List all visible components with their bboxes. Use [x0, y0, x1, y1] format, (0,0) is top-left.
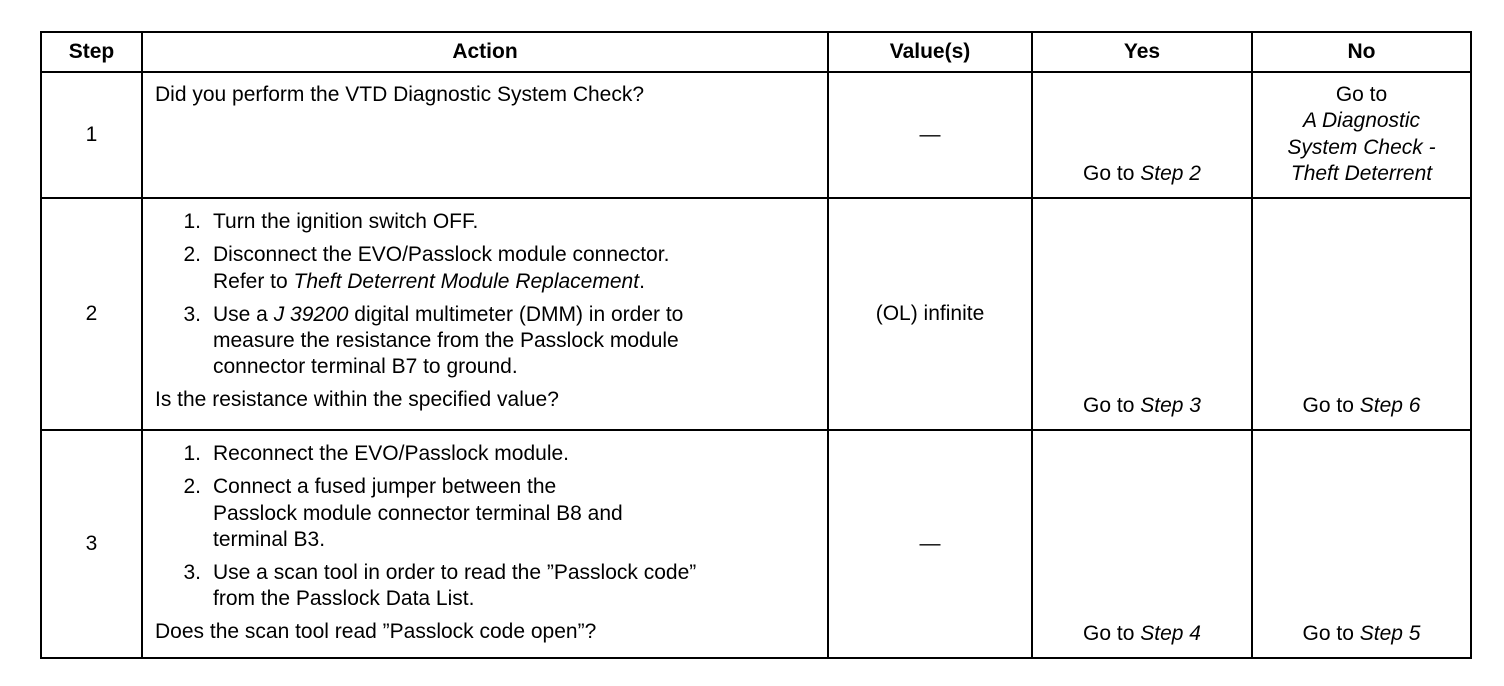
action-question: Does the scan tool read ”Passlock code o… [155, 619, 597, 643]
step-number: 3 [40, 429, 143, 659]
action-step: 2. Disconnect the EVO/Passlock module co… [155, 242, 815, 295]
header-step: Step [40, 31, 143, 73]
action-cell: 1. Reconnect the EVO/Passlock module. 2.… [141, 429, 829, 659]
procedure-reference-link[interactable]: Theft Deterrent Module Replacement [293, 269, 640, 293]
action-steps-list: 1. Reconnect the EVO/Passlock module. 2.… [155, 441, 815, 613]
action-step-text: Turn the ignition switch OFF. [213, 210, 479, 233]
no-prefix: Go to [1302, 621, 1360, 645]
header-action: Action [141, 31, 829, 73]
no-step-link[interactable]: Step 5 [1359, 621, 1421, 645]
header-row: Step Action Value(s) Yes No [40, 31, 1472, 73]
action-question: Is the resistance within the specified v… [155, 387, 559, 411]
action-step-number: 3. [183, 561, 201, 584]
action-step-text: Use a J 39200 digital multimeter (DMM) i… [213, 302, 684, 379]
table-row: 3 1. Reconnect the EVO/Passlock module. … [40, 429, 1472, 659]
action-step-text: Disconnect the EVO/Passlock module conne… [213, 243, 670, 293]
no-cell: Go to Step 5 [1251, 429, 1472, 659]
action-step-number: 3. [183, 302, 201, 326]
no-cell: Go to A Diagnostic System Check - Theft … [1251, 71, 1472, 199]
no-prefix: Go to [1302, 393, 1360, 417]
step-number: 2 [40, 197, 143, 431]
tool-reference: J 39200 [273, 302, 349, 326]
no-cell: Go to Step 6 [1251, 197, 1472, 431]
value-cell: — [827, 429, 1033, 659]
no-reference-line-1[interactable]: A Diagnostic [1302, 109, 1421, 133]
action-step-text: Reconnect the EVO/Passlock module. [213, 442, 570, 465]
yes-step-link[interactable]: Step 3 [1140, 393, 1201, 417]
value-cell: (OL) infinite [827, 197, 1033, 431]
action-step: 1. Reconnect the EVO/Passlock module. [155, 441, 815, 467]
action-cell: 1. Turn the ignition switch OFF. 2. Disc… [141, 197, 829, 431]
action-cell: Did you perform the VTD Diagnostic Syste… [141, 71, 829, 199]
no-step-link[interactable]: Step 6 [1359, 393, 1421, 417]
header-no: No [1251, 31, 1472, 73]
table-row: 2 1. Turn the ignition switch OFF. 2. Di… [40, 197, 1472, 431]
action-step-text: Use a scan tool in order to read the ”Pa… [213, 561, 697, 611]
yes-prefix: Go to [1083, 621, 1141, 645]
header-values: Value(s) [827, 31, 1033, 73]
yes-step-link[interactable]: Step 2 [1140, 161, 1201, 185]
action-step-number: 2. [183, 243, 201, 267]
yes-prefix: Go to [1083, 161, 1141, 185]
diagnostic-table: Step Action Value(s) Yes No 1 Did you pe… [40, 31, 1472, 659]
yes-cell: Go to Step 3 [1031, 197, 1253, 431]
action-step-number: 1. [183, 442, 201, 465]
no-reference-line-3[interactable]: Theft Deterrent [1290, 161, 1433, 185]
yes-cell: Go to Step 4 [1031, 429, 1253, 659]
no-reference-line-2[interactable]: System Check - [1287, 135, 1436, 159]
header-yes: Yes [1031, 31, 1253, 73]
value-cell: — [827, 71, 1033, 199]
action-step-text: Connect a fused jumper between the Passl… [213, 475, 623, 551]
step-number: 1 [40, 71, 143, 199]
action-steps-list: 1. Turn the ignition switch OFF. 2. Disc… [155, 209, 815, 381]
yes-cell: Go to Step 2 [1031, 71, 1253, 199]
action-step: 3. Use a scan tool in order to read the … [155, 560, 815, 613]
table-row: 1 Did you perform the VTD Diagnostic Sys… [40, 71, 1472, 199]
action-step-number: 1. [183, 210, 201, 233]
action-question: Did you perform the VTD Diagnostic Syste… [155, 83, 645, 106]
action-step: 1. Turn the ignition switch OFF. [155, 209, 815, 235]
action-step-number: 2. [183, 475, 201, 499]
yes-step-link[interactable]: Step 4 [1140, 621, 1201, 645]
action-step: 3. Use a J 39200 digital multimeter (DMM… [155, 302, 815, 381]
action-step: 2. Connect a fused jumper between the Pa… [155, 474, 815, 553]
no-prefix: Go to [1335, 83, 1388, 106]
yes-prefix: Go to [1083, 393, 1141, 417]
